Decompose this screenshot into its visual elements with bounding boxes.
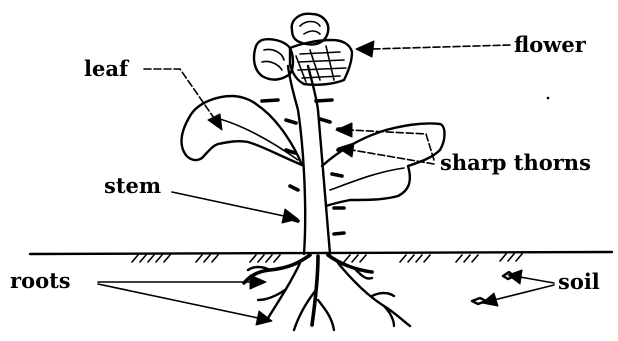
leaf-arrowhead (208, 114, 222, 130)
label-stem: stem (104, 173, 161, 198)
left-leaf (182, 96, 302, 165)
roots-leader-lower (98, 284, 258, 318)
roots-arrowhead-upper (250, 275, 266, 289)
stem-leader (172, 192, 284, 216)
leaf-leader (144, 69, 214, 118)
roots-arrowhead-lower (256, 311, 272, 325)
flower-arrowhead (356, 41, 374, 57)
label-flower: flower (514, 32, 587, 57)
flower (254, 14, 352, 85)
label-sharp-thorns: sharp thorns (440, 150, 591, 175)
label-soil: soil (558, 269, 600, 294)
thorns-leader-lower (352, 150, 434, 164)
stem (288, 66, 330, 254)
soil-particles (472, 97, 549, 304)
ground-line (30, 252, 612, 254)
label-leaf: leaf (84, 56, 130, 81)
soil-leader-lower (494, 285, 554, 300)
thorns-arrowhead-lower (338, 143, 354, 157)
soil-leader-upper (520, 277, 554, 283)
thorns-arrowhead-upper (336, 123, 352, 137)
label-roots: roots (10, 268, 71, 293)
thorns-leader-upper (350, 130, 434, 160)
flower-leader (372, 45, 510, 49)
